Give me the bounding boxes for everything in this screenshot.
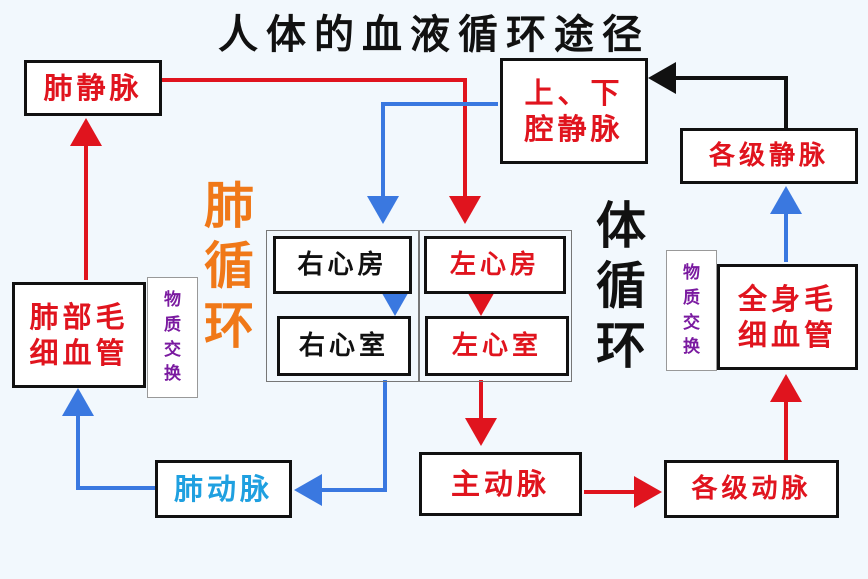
arrow-systemic-veins-to-venae-cavae xyxy=(648,62,788,128)
heart-frame-left xyxy=(266,230,419,382)
right-ventricle-box: 右心室 xyxy=(277,316,411,376)
exchange-left-char: 质 xyxy=(164,314,181,335)
systemic-label-char: 循 xyxy=(596,257,646,315)
body-capillaries-line-2: 细血管 xyxy=(737,318,837,352)
left-atrium-box: 左心房 xyxy=(424,236,566,294)
page-title: 人体的血液循环途径 xyxy=(218,12,650,58)
right-atrium-box: 右心房 xyxy=(273,236,412,294)
exchange-right-char: 交 xyxy=(683,312,700,333)
pulmonary-label-char: 环 xyxy=(204,297,254,355)
venae-cavae-line-1: 上、下 xyxy=(524,75,624,110)
pulmonary-label-char: 肺 xyxy=(204,177,254,235)
lung-capillaries-box: 肺部毛 细血管 xyxy=(12,282,146,388)
pulmonary-vein-box: 肺静脉 xyxy=(24,60,162,116)
lung-capillaries-line-1: 肺部毛 xyxy=(29,299,129,334)
exchange-left-char: 换 xyxy=(164,364,181,385)
systemic-circulation-label: 体 循 环 xyxy=(586,196,656,376)
systemic-veins-box: 各级静脉 xyxy=(680,128,858,184)
arrow-pulmonary-artery-to-lung-capillaries xyxy=(62,388,155,490)
arrow-right-ventricle-to-pulmonary-artery xyxy=(294,380,387,506)
arrow-venae-cavae-to-right-atrium xyxy=(367,102,498,224)
body-capillaries-box: 全身毛 细血管 xyxy=(717,264,858,370)
aorta-box: 主动脉 xyxy=(419,452,582,516)
exchange-left-char: 交 xyxy=(164,339,181,360)
arrow-pulmonary-vein-to-left-atrium xyxy=(162,78,481,224)
venae-cavae-box: 上、下 腔静脉 xyxy=(500,58,648,164)
systemic-label-char: 体 xyxy=(596,197,646,255)
systemic-label-char: 环 xyxy=(596,317,646,375)
systemic-arteries-box: 各级动脉 xyxy=(664,460,839,518)
body-capillaries-line-1: 全身毛 xyxy=(737,281,837,316)
pulmonary-circulation-label: 肺 循 环 xyxy=(198,176,260,356)
exchange-left-char: 物 xyxy=(164,290,181,311)
left-ventricle-box: 左心室 xyxy=(425,316,569,376)
exchange-right-char: 换 xyxy=(683,337,700,358)
pulmonary-label-char: 循 xyxy=(204,237,254,295)
lung-capillaries-line-2: 细血管 xyxy=(29,336,129,370)
exchange-right-char: 质 xyxy=(683,287,700,308)
heart-frame-right xyxy=(419,230,572,382)
exchange-box-left: 物 质 交 换 xyxy=(147,277,198,398)
exchange-right-char: 物 xyxy=(683,263,700,284)
exchange-box-right: 物 质 交 换 xyxy=(666,250,717,371)
venae-cavae-line-2: 腔静脉 xyxy=(524,112,624,146)
pulmonary-artery-box: 肺动脉 xyxy=(155,460,292,518)
